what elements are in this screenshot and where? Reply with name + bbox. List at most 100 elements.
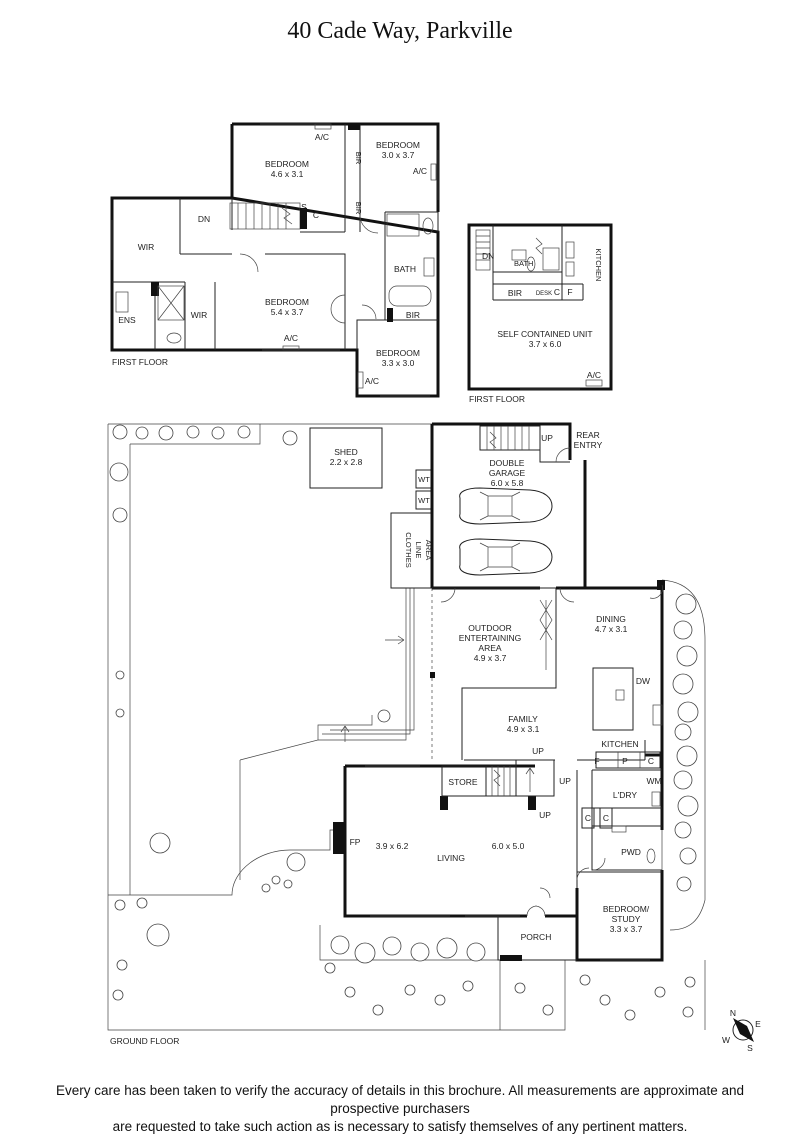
ac-label: A/C [413,166,427,176]
door-swing [555,447,571,463]
floor-label: FIRST FLOOR [469,394,525,404]
stair-direction: UP [541,433,553,443]
interior-walls [464,740,662,888]
room-name: BATH [514,259,533,268]
cupboard-label: C [648,756,654,766]
arrow [385,635,405,645]
ac-label: A/C [315,132,329,142]
room-name: LIVING [437,853,465,863]
compass-east: E [755,1019,761,1029]
bathtub [388,285,432,307]
appliance-label: DW [636,676,650,686]
kitchen-bench [595,751,661,769]
fireplace-label: FP [350,837,361,847]
room-name: KITCHEN [601,739,638,749]
room-name: WIR [138,242,155,252]
room-name: BEDROOM [376,140,420,150]
tank-label: WT [418,496,430,505]
room-name: BIR [354,152,363,165]
tree-icons [109,424,699,1021]
unit-sink [565,241,575,259]
cupboard-label: C [554,287,560,297]
site-boundary [107,423,706,1031]
desk-label: DESK [536,291,552,297]
arrow [340,725,350,742]
page-title: 40 Cade Way, Parkville [287,18,513,44]
toilet [646,848,656,864]
windows [111,123,439,397]
room-name: SHED [334,447,358,457]
ac-unit [585,379,603,387]
side-garden-edge [661,579,706,931]
room-name: BATH [394,264,416,274]
kitchen-island [592,667,634,731]
first-floor-main: A/C A/C A/C A/C BEDROOM 4.6 x 3.1 BEDROO… [110,122,440,398]
stair-direction: UP [532,746,544,756]
room-name: GARAGE [489,468,526,478]
fridge-label: F [567,287,572,297]
garage-stairs [479,425,570,463]
room-name: BEDROOM/ [603,904,650,914]
room-name: BIR [508,288,522,298]
stair-direction: DN [482,251,494,261]
toilet [422,217,434,235]
ensuite-vanity [115,291,129,313]
room-size: 4.6 x 3.1 [271,169,304,179]
compass-north: N [730,1008,736,1018]
room-name: STUDY [612,914,641,924]
first-floor-unit: DN BATH KITCHEN BIR DESK C F SELF CONTAI… [467,223,613,404]
tank-label: WT [418,475,430,484]
cupboard-label: C [603,813,609,823]
room-name: PWD [621,847,641,857]
room-size: 3.0 x 3.7 [382,150,415,160]
side-path [318,588,415,741]
ensuite-toilet [166,332,182,344]
interior-walls [179,124,361,350]
floor-label: GROUND FLOOR [110,1036,179,1046]
pantry-label: P [622,756,628,766]
garden-path [108,424,345,896]
cupboard-label: C [313,210,319,220]
cupboard [581,807,595,829]
room-size: 6.0 x 5.0 [492,841,525,851]
room-size: 3.9 x 6.2 [376,841,409,851]
room-name: DINING [596,614,626,624]
room-name: BEDROOM [376,348,420,358]
ground-stairs [485,765,517,797]
entry-label: ENTRY [574,440,603,450]
room-size: 3.7 x 6.0 [529,339,562,349]
car-icon [459,538,553,576]
room-name: BIR [354,202,363,215]
room-name: BIR [406,310,420,320]
area-label: AREA [478,643,501,653]
room-name: FAMILY [508,714,538,724]
disclaimer-line: Every care has been taken to verify the … [55,1083,745,1116]
unit-shower [542,247,560,271]
stair-landing [515,759,555,797]
ac-label: A/C [365,376,379,386]
cupboard-label: S [301,202,307,212]
cupboard [599,807,613,829]
stair-direction: UP [539,810,551,820]
room-name: BEDROOM [265,297,309,307]
unit-stairs [475,229,491,271]
disclaimer: Every care has been taken to verify the … [20,1082,780,1136]
ac-label: A/C [284,333,298,343]
garage-walls [430,422,587,590]
fridge-label: F [594,756,599,766]
room-name: SELF CONTAINED UNIT [497,329,592,339]
area-label: OUTDOOR [468,623,511,633]
house-walls [343,755,664,962]
room-size: 5.4 x 3.7 [271,307,304,317]
oven [652,704,663,726]
room-size: 4.7 x 3.1 [595,624,628,634]
room-name: ENS [118,315,136,325]
sliding-door [539,599,553,670]
compass-south: S [747,1043,753,1053]
first-floor-stairs [229,202,307,230]
floor-label: FIRST FLOOR [112,357,168,367]
area-label: LINE [414,542,423,559]
room-size: 4.9 x 3.1 [507,724,540,734]
door-swings [239,214,379,324]
